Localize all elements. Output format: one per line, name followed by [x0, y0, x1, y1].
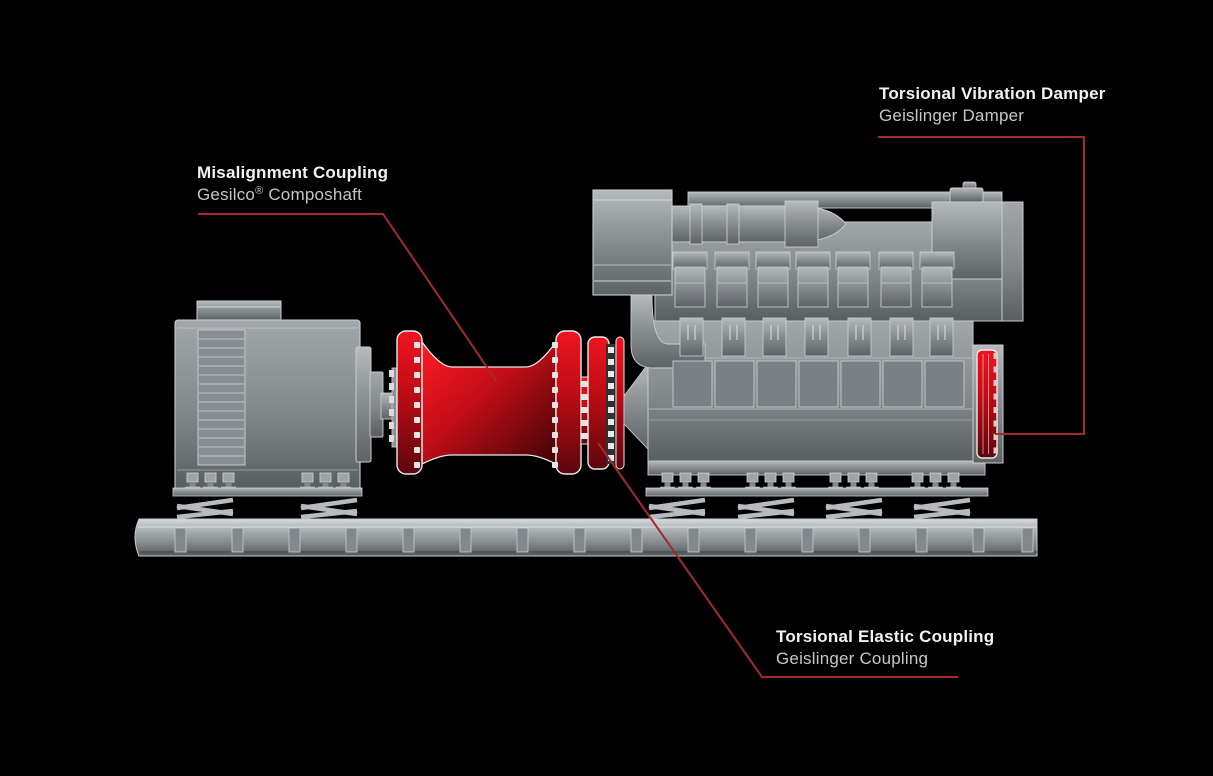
callout-misalignment-title: Misalignment Coupling	[197, 163, 389, 182]
callout-damper-subtitle: Geislinger Damper	[879, 106, 1025, 125]
engine-shaft-cone	[623, 362, 649, 451]
callout-damper-title: Torsional Vibration Damper	[879, 84, 1106, 103]
misalignment-coupling	[396, 330, 582, 475]
callout-misalignment-coupling: Misalignment Coupling Gesilco® Composhaf…	[197, 162, 388, 208]
coupling-flange-right	[555, 330, 582, 475]
composite-shaft-barrel	[421, 339, 557, 466]
coupling-flange-left	[396, 330, 423, 475]
leader-line-elastic	[597, 442, 958, 678]
generator-top-duct	[196, 300, 282, 321]
turbocharger	[931, 181, 1024, 322]
product-name: Composhaft	[263, 185, 362, 204]
registered-mark: ®	[255, 185, 264, 197]
air-filter-box	[592, 189, 673, 296]
brand-name: Gesilco	[197, 185, 256, 204]
coupling-disc	[587, 336, 610, 470]
callout-elastic-coupling: Torsional Elastic Coupling Geislinger Co…	[776, 626, 994, 670]
engine-deck	[687, 191, 1003, 209]
generator-spring-mounts	[177, 500, 357, 517]
elastic-coupling	[580, 336, 649, 470]
callout-elastic-title: Torsional Elastic Coupling	[776, 627, 995, 646]
callout-vibration-damper: Torsional Vibration Damper Geislinger Da…	[879, 83, 1106, 127]
vibration-damper	[972, 344, 1004, 464]
leader-line-misalignment	[198, 213, 498, 383]
callout-elastic-subtitle: Geislinger Coupling	[776, 649, 929, 668]
generator	[172, 300, 402, 517]
engine-spring-mounts	[649, 500, 970, 517]
generator-shaft	[355, 346, 402, 463]
leader-line-damper	[878, 136, 1085, 435]
engine-top-pipe	[671, 200, 847, 248]
callout-misalignment-subtitle: Gesilco® Composhaft	[197, 184, 388, 208]
damper-disc	[976, 349, 998, 459]
coupling-outer-ring	[615, 336, 625, 470]
crankcase-doors	[672, 360, 965, 408]
base-rail	[134, 518, 1038, 557]
generator-vent-grille	[197, 329, 246, 466]
engine	[592, 181, 1024, 517]
